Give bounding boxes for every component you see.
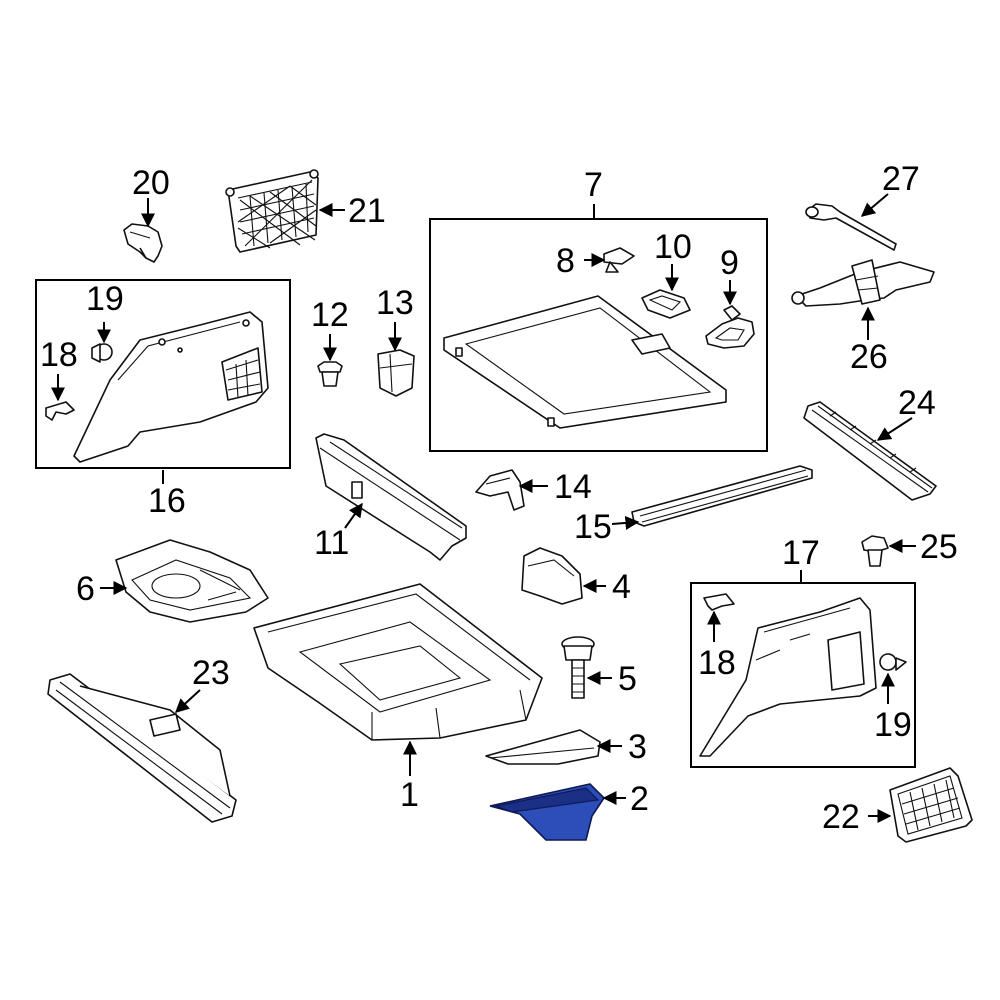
group-frame-16 xyxy=(35,279,291,469)
callout-9[interactable]: 9 xyxy=(720,244,739,282)
part-9-strap[interactable] xyxy=(705,305,755,349)
part-20-clip[interactable] xyxy=(123,223,163,263)
part-14-bracket[interactable] xyxy=(475,469,525,511)
callout-5[interactable]: 5 xyxy=(618,660,637,698)
part-13-bracket[interactable] xyxy=(377,349,415,397)
callout-3[interactable]: 3 xyxy=(628,728,647,766)
callout-10[interactable]: 10 xyxy=(654,228,692,266)
part-10-handle[interactable] xyxy=(641,289,691,319)
part-24-sill-plate[interactable] xyxy=(803,401,937,501)
leader-15 xyxy=(611,515,640,530)
part-5-stud[interactable] xyxy=(561,636,595,699)
part-6-tool-tray[interactable] xyxy=(115,539,269,623)
part-7-floor-board[interactable] xyxy=(443,295,727,429)
part-15-scuff-plate[interactable] xyxy=(631,465,813,527)
part-26-jack[interactable] xyxy=(791,259,935,307)
leader-11 xyxy=(344,502,363,529)
callout-13[interactable]: 13 xyxy=(376,284,414,322)
callout-24[interactable]: 24 xyxy=(898,384,936,422)
callout-18-right[interactable]: 18 xyxy=(698,644,736,682)
callout-19[interactable]: 19 xyxy=(86,280,124,318)
callout-4[interactable]: 4 xyxy=(612,568,631,606)
callout-12[interactable]: 12 xyxy=(311,296,349,334)
callout-26[interactable]: 26 xyxy=(850,338,888,376)
callout-18[interactable]: 18 xyxy=(40,336,78,374)
part-18-clip-left[interactable] xyxy=(45,401,75,421)
part-21-cargo-net[interactable] xyxy=(225,169,319,253)
callout-6[interactable]: 6 xyxy=(76,570,95,608)
part-1-cargo-tub[interactable] xyxy=(253,583,543,741)
part-3-panel[interactable] xyxy=(485,729,601,765)
group-frame-17 xyxy=(690,582,916,768)
group-frame-7 xyxy=(429,218,768,452)
part-25-clip[interactable] xyxy=(861,535,889,567)
callout-2[interactable]: 2 xyxy=(630,780,649,818)
callout-14[interactable]: 14 xyxy=(554,468,592,506)
part-4-bracket[interactable] xyxy=(521,547,583,605)
part-8-retainer[interactable] xyxy=(603,247,635,273)
leader-24 xyxy=(876,417,913,441)
part-2-storage-bin[interactable] xyxy=(489,783,606,841)
callout-19-right[interactable]: 19 xyxy=(874,706,912,744)
callout-27[interactable]: 27 xyxy=(882,160,920,198)
callout-21[interactable]: 21 xyxy=(348,192,386,230)
part-16-left-quarter-trim[interactable] xyxy=(73,311,269,463)
leader-23 xyxy=(174,689,201,713)
callout-7[interactable]: 7 xyxy=(584,166,603,204)
callout-16[interactable]: 16 xyxy=(148,482,186,520)
part-22-vent-grille[interactable] xyxy=(889,767,973,843)
part-19-clip-right[interactable] xyxy=(879,653,907,671)
callout-23[interactable]: 23 xyxy=(192,654,230,692)
leader-27 xyxy=(860,193,889,217)
part-11-partition[interactable] xyxy=(315,433,467,561)
callout-15[interactable]: 15 xyxy=(574,508,612,546)
callout-20[interactable]: 20 xyxy=(132,164,170,202)
part-23-cargo-cover[interactable] xyxy=(47,673,237,823)
part-19-clip-left[interactable] xyxy=(91,343,113,363)
callout-25[interactable]: 25 xyxy=(920,528,958,566)
part-17-right-quarter-trim[interactable] xyxy=(699,597,877,757)
callout-1[interactable]: 1 xyxy=(400,776,419,814)
callout-11[interactable]: 11 xyxy=(314,524,349,562)
part-18-clip-right[interactable] xyxy=(703,593,735,611)
callout-17[interactable]: 17 xyxy=(782,534,820,572)
callout-22[interactable]: 22 xyxy=(822,798,860,836)
callout-8[interactable]: 8 xyxy=(556,242,575,280)
part-12-plug[interactable] xyxy=(317,361,343,387)
part-27-lug-wrench[interactable] xyxy=(805,203,897,251)
